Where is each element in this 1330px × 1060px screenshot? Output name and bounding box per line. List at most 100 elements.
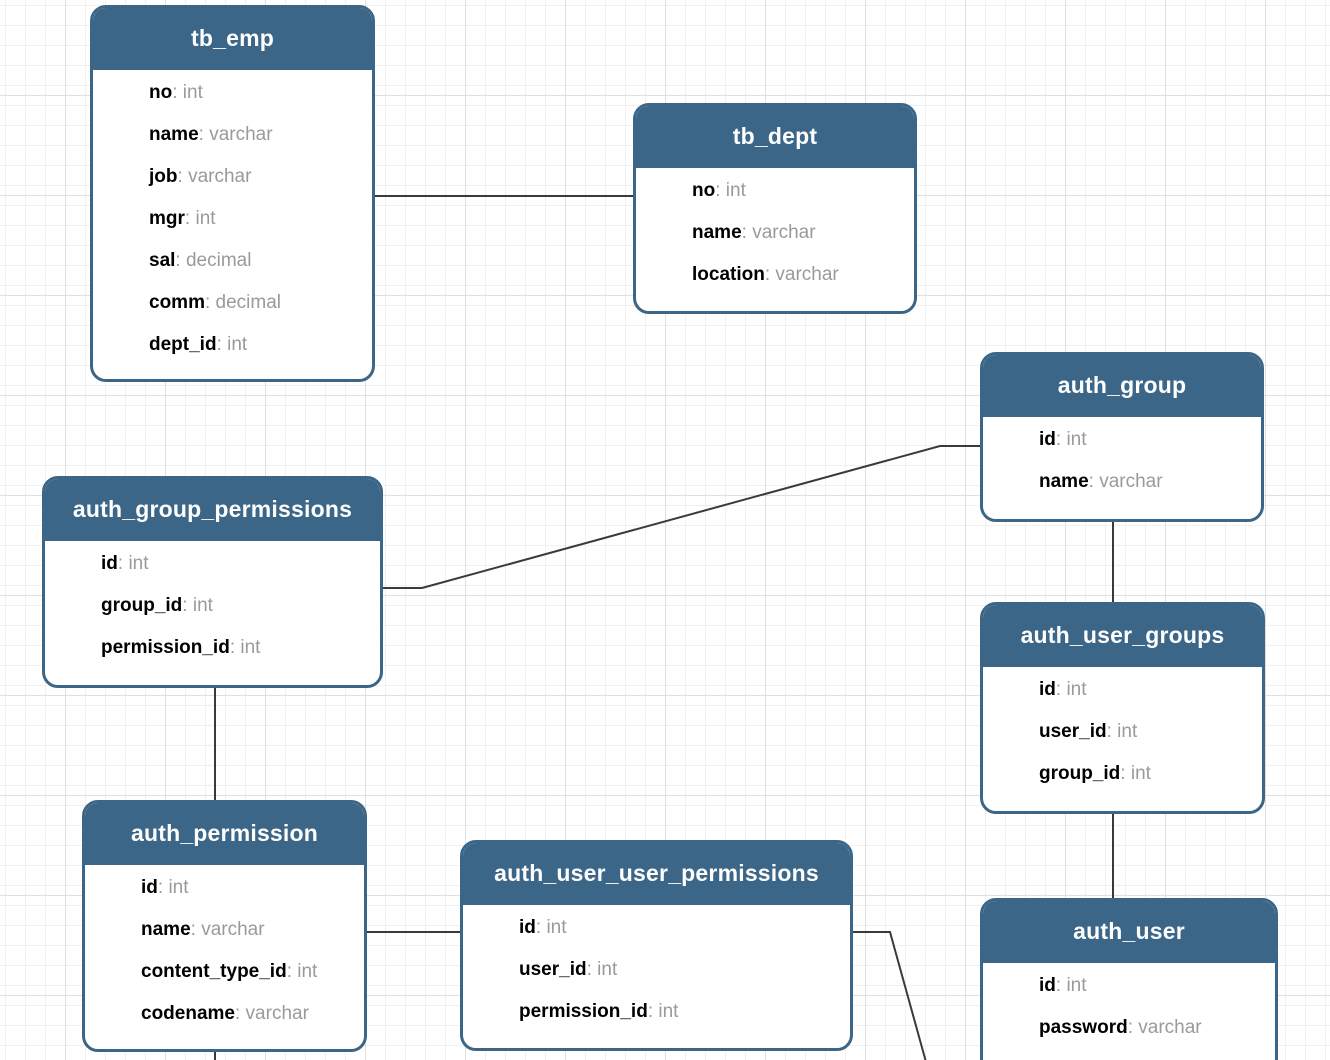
table-title: auth_user_user_permissions (463, 843, 850, 905)
field-name: job (149, 166, 178, 187)
field-separator: : (184, 208, 196, 229)
table-field: comm: decimal (149, 282, 364, 324)
table-field: id: int (1039, 419, 1253, 461)
field-separator: : (1055, 429, 1067, 450)
table-field: location: varchar (692, 254, 906, 296)
field-type: int (658, 1001, 679, 1022)
field-name: codename (141, 1003, 235, 1024)
field-name: name (692, 222, 742, 243)
field-separator: : (190, 919, 202, 940)
field-type: int (1066, 975, 1087, 996)
field-name: group_id (101, 595, 183, 616)
field-name: permission_id (101, 637, 230, 658)
field-name: dept_id (149, 334, 217, 355)
field-type: int (546, 917, 567, 938)
field-separator: : (204, 292, 216, 313)
field-separator: : (229, 637, 241, 658)
table-field: dept_id: int (149, 324, 364, 366)
table-field: sal: decimal (149, 240, 364, 282)
field-separator: : (586, 959, 598, 980)
field-separator: : (647, 1001, 659, 1022)
field-separator: : (1106, 721, 1118, 742)
field-name: user_id (1039, 721, 1107, 742)
table-field: user_id: int (519, 949, 842, 991)
field-separator: : (535, 917, 547, 938)
field-name: user_id (519, 959, 587, 980)
field-separator: : (1055, 679, 1067, 700)
table-field: password: varchar (1039, 1007, 1267, 1049)
table-title: tb_emp (93, 8, 372, 70)
field-separator: : (1088, 471, 1100, 492)
table-field: content_type_id: int (141, 951, 356, 993)
table-title: auth_permission (85, 803, 364, 865)
field-type: varchar (201, 919, 265, 940)
field-separator: : (715, 180, 726, 201)
field-type: int (297, 961, 318, 982)
table-title: auth_group_permissions (45, 479, 380, 541)
table-field-list: id: int name: varchar (983, 417, 1261, 503)
table-field: group_id: int (101, 585, 372, 627)
field-type: int (192, 595, 213, 616)
field-name: location (692, 264, 765, 285)
table-auth_user_user_permissions[interactable]: auth_user_user_permissions id: int user_i… (460, 840, 853, 1051)
field-name: name (1039, 471, 1089, 492)
field-type: int (1066, 679, 1087, 700)
field-name: id (1039, 429, 1056, 450)
table-field: mgr: int (149, 198, 364, 240)
table-title: auth_user (983, 901, 1275, 963)
field-separator: : (117, 553, 129, 574)
field-name: id (141, 877, 158, 898)
table-field: job: varchar (149, 156, 364, 198)
field-name: group_id (1039, 763, 1121, 784)
field-type: int (725, 180, 746, 201)
field-name: id (519, 917, 536, 938)
field-name: permission_id (519, 1001, 648, 1022)
table-field: no: int (149, 72, 364, 114)
field-type: varchar (245, 1003, 309, 1024)
field-name: no (692, 180, 716, 201)
field-separator: : (234, 1003, 246, 1024)
field-type: int (227, 334, 248, 355)
edge-auth_group_permissions--auth_group (383, 445, 980, 589)
field-separator: : (157, 877, 169, 898)
field-separator: : (1127, 1017, 1139, 1038)
field-separator: : (286, 961, 298, 982)
field-name: id (1039, 975, 1056, 996)
table-field: id: int (1039, 965, 1267, 1007)
field-name: name (141, 919, 191, 940)
field-type: int (1130, 763, 1151, 784)
table-field: codename: varchar (141, 993, 356, 1035)
field-type: int (1117, 721, 1138, 742)
field-type: varchar (1099, 471, 1163, 492)
field-type: int (240, 637, 261, 658)
field-separator: : (182, 595, 193, 616)
edge-auth_user_user_permissions--auth_user (852, 931, 927, 1060)
field-separator: : (1055, 975, 1067, 996)
field-type: varchar (209, 124, 273, 145)
field-type: varchar (775, 264, 839, 285)
field-name: mgr (149, 208, 185, 229)
field-separator: : (175, 250, 186, 271)
table-field: name: varchar (149, 114, 364, 156)
field-type: int (182, 82, 203, 103)
table-field: name: varchar (141, 909, 356, 951)
field-name: comm (149, 292, 205, 313)
field-name: content_type_id (141, 961, 287, 982)
field-name: sal (149, 250, 176, 271)
table-field: group_id: int (1039, 753, 1254, 795)
field-name: id (1039, 679, 1056, 700)
table-title: auth_user_groups (983, 605, 1262, 667)
field-name: no (149, 82, 173, 103)
